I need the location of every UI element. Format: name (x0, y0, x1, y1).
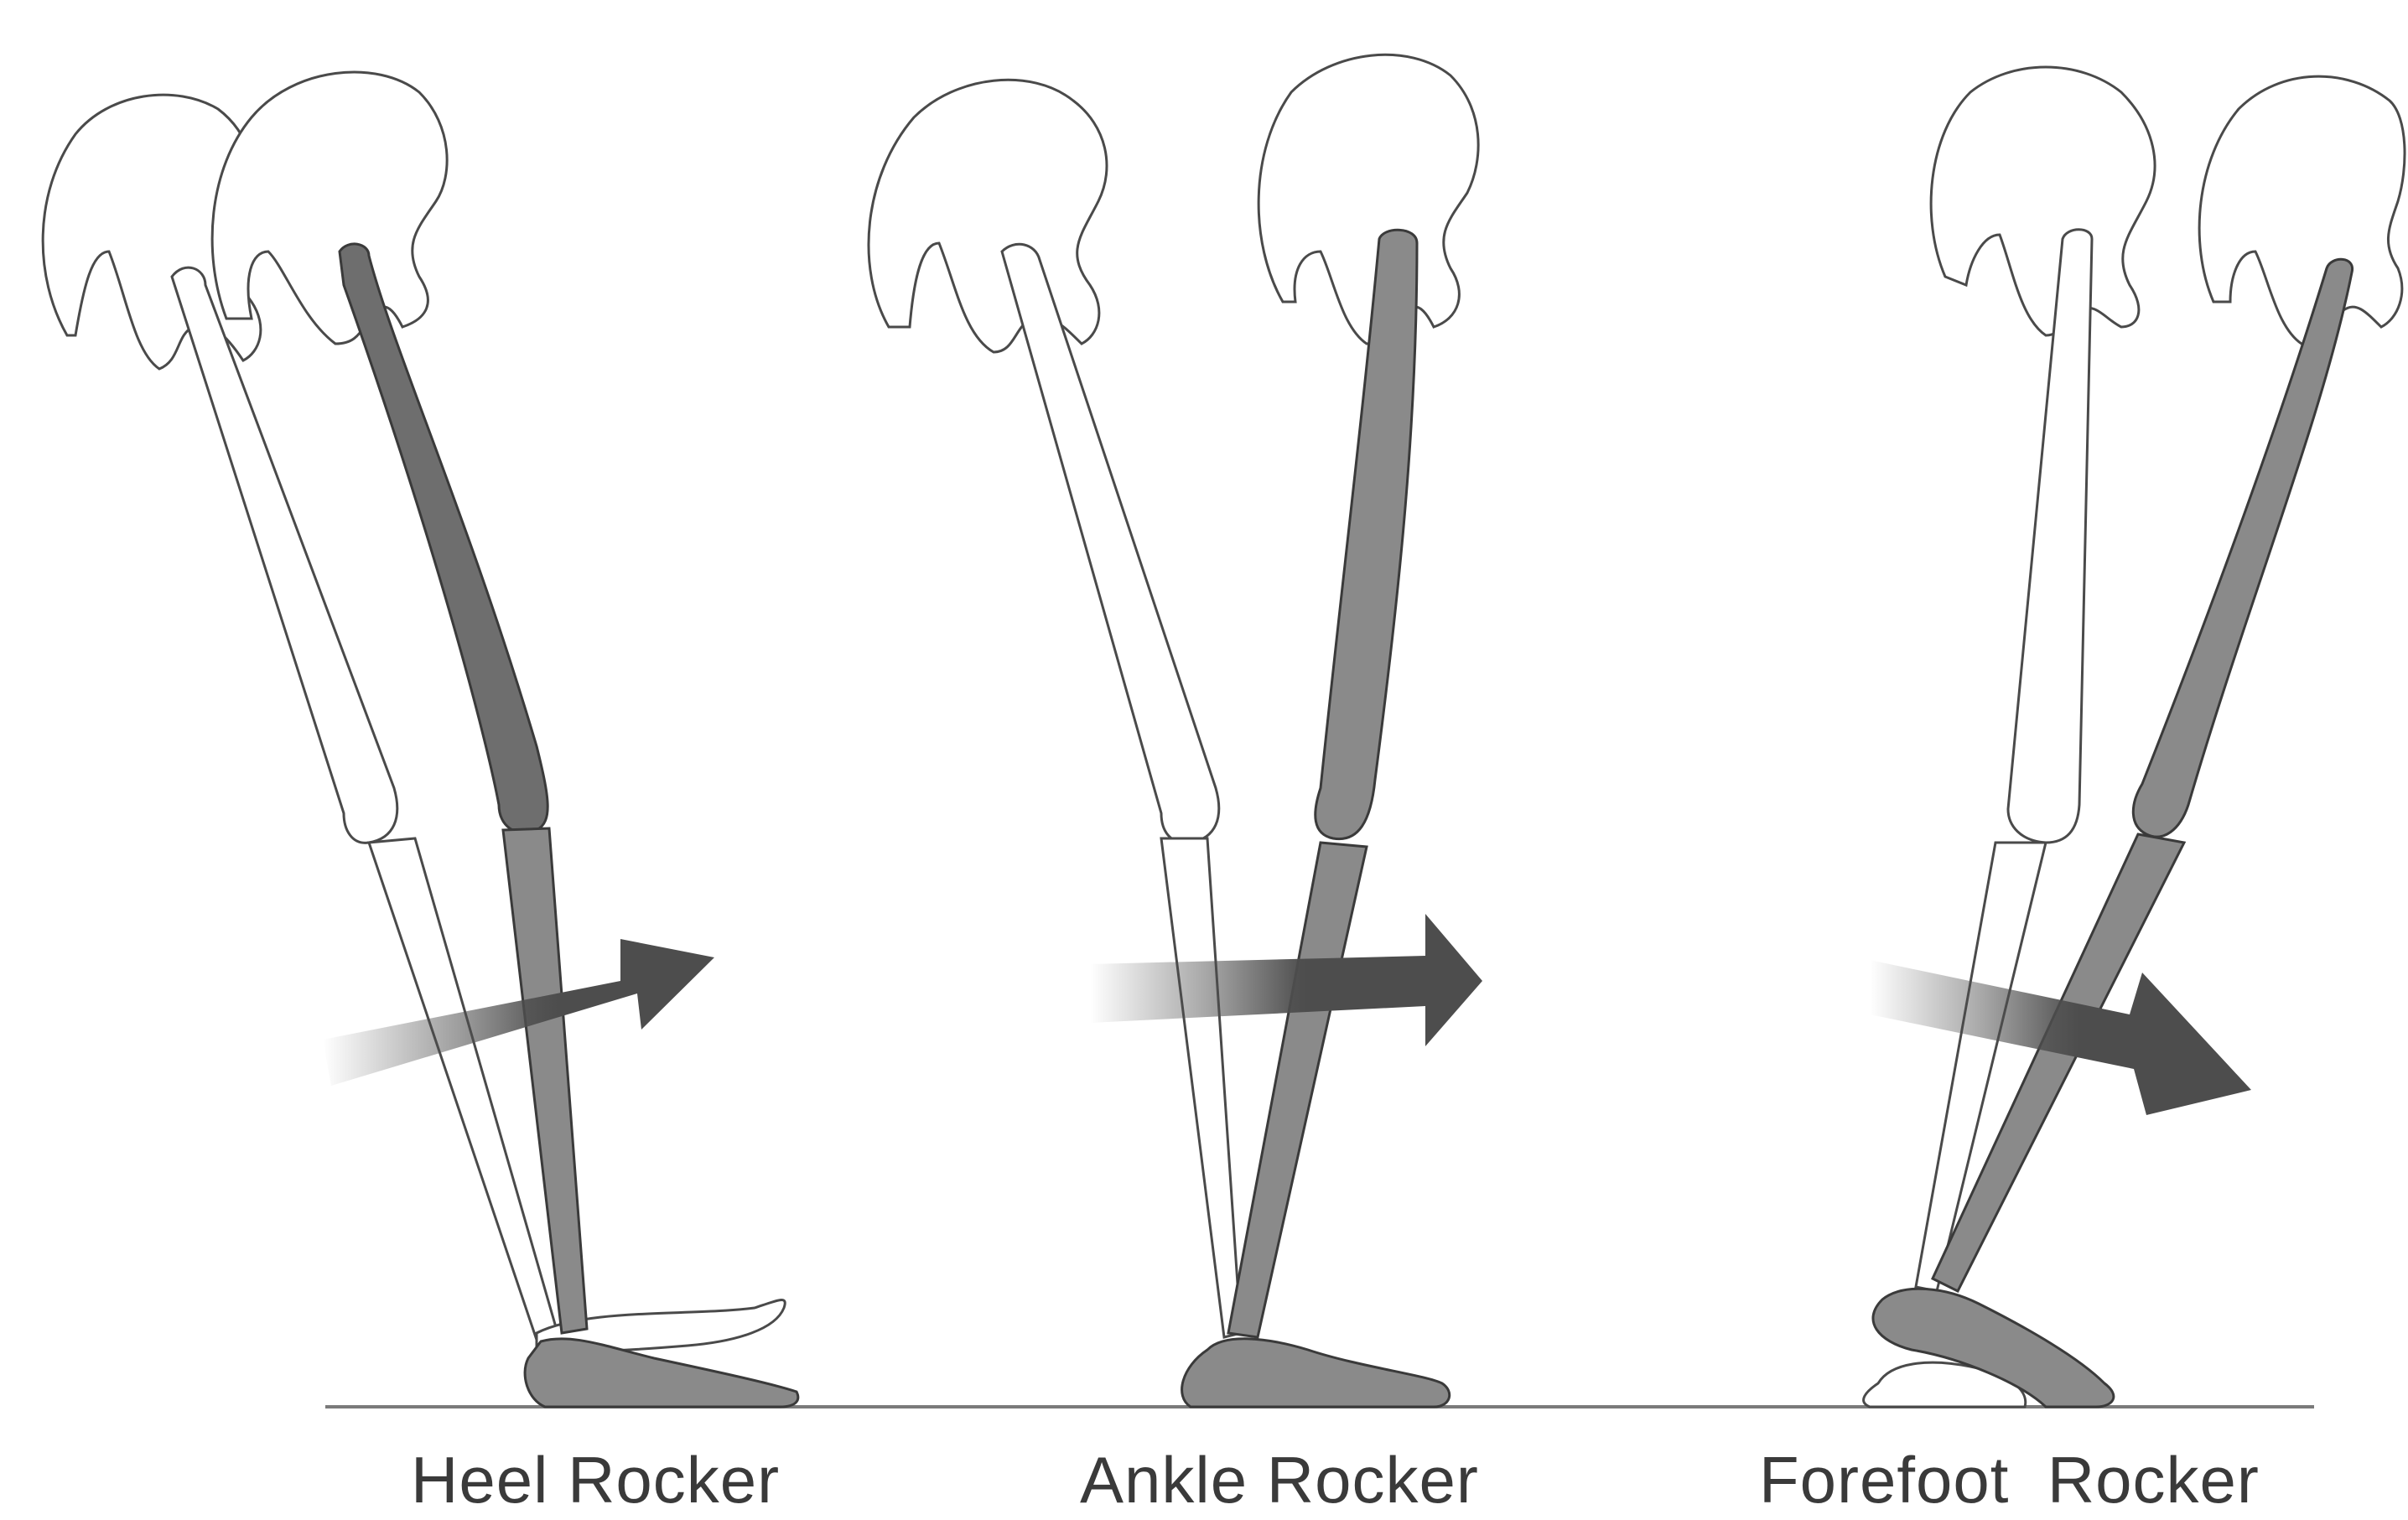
forefoot-rocker-arrow (1870, 960, 2251, 1115)
swing-thigh (1002, 244, 1219, 843)
ankle-rocker-figure (869, 54, 1482, 1407)
swing-shank (1161, 838, 1241, 1337)
swing-pelvis (1931, 67, 2155, 335)
stance-foot (1182, 1339, 1450, 1407)
stance-thigh (2133, 259, 2352, 837)
forefoot-rocker-figure (1864, 67, 2405, 1407)
stance-foot (525, 1339, 798, 1407)
caption-heel-rocker: Heel Rocker (411, 1442, 780, 1518)
heel-rocker-figure (43, 72, 798, 1407)
caption-ankle-rocker: Ankle Rocker (1080, 1442, 1479, 1518)
stance-shank (1228, 843, 1367, 1337)
stance-pelvis (212, 72, 447, 344)
caption-forefoot-rocker: Forefoot Rocker (1759, 1442, 2260, 1518)
stance-pelvis (2199, 76, 2405, 344)
stance-pelvis (1258, 54, 1478, 344)
swing-pelvis (869, 80, 1107, 352)
swing-thigh (172, 267, 397, 843)
